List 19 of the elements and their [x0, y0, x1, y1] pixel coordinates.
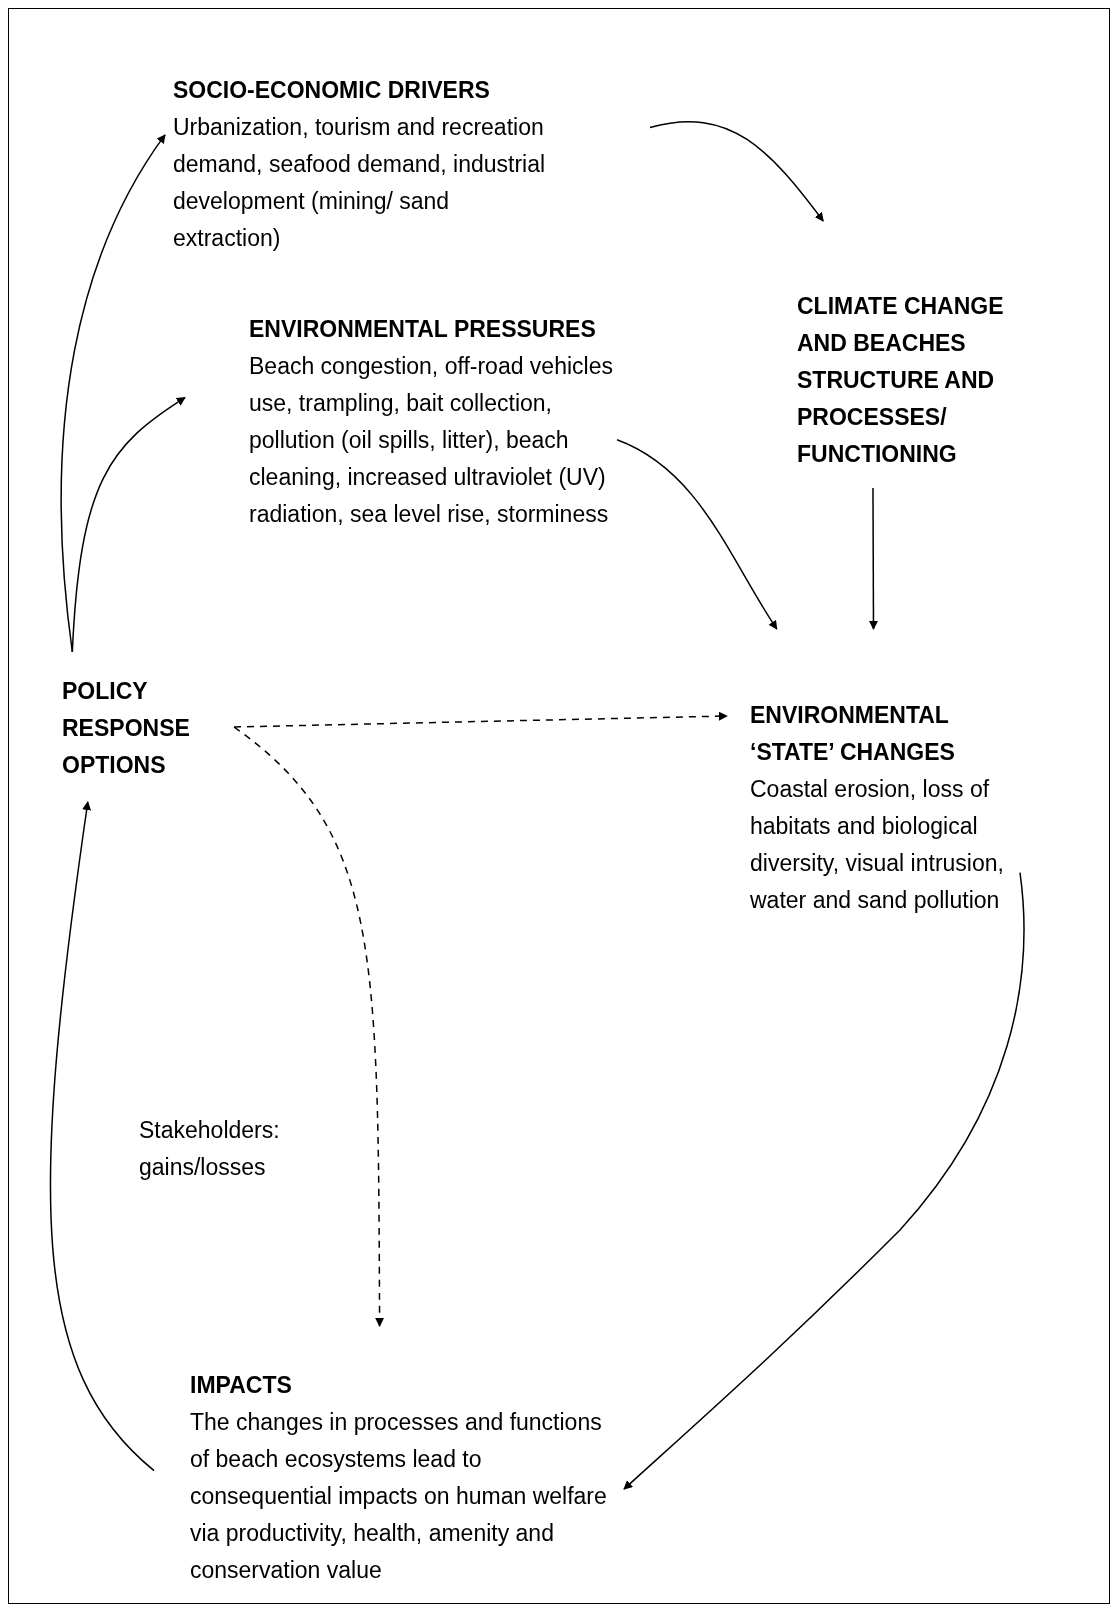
curved-arrow	[623, 871, 1025, 1490]
node-description: Coastal erosion, loss of habitats and biological diversity, visual intrusion, water and sand pollution	[750, 775, 1005, 915]
dashed-arrow	[233, 726, 385, 1327]
curved-arrow	[49, 801, 155, 1472]
node-heading: IMPACTS	[190, 1371, 293, 1400]
node-description: The changes in processes and functions of beach ecosystems lead to consequential impacts on human welfare via productivity, health, amenity and conservation value	[190, 1408, 608, 1585]
node-heading: SOCIO-ECONOMIC DRIVERS	[173, 76, 491, 105]
dashed-arrow	[233, 711, 728, 728]
node-heading: ENVIRONMENTAL ‘STATE’ CHANGES	[750, 701, 956, 767]
node-description: Beach congestion, off-road vehicles use, trampling, bait collection, pollution (oil spills, litter), beach cleaning, increased ultraviolet (UV) radiation, sea level rise, storminess	[249, 352, 614, 529]
curved-arrow	[868, 487, 878, 630]
node-heading: POLICY RESPONSE OPTIONS	[62, 677, 191, 780]
curved-arrow	[616, 439, 778, 630]
curved-arrow	[60, 134, 166, 653]
node-description: Urbanization, tourism and recreation demand, seafood demand, industrial development (mining/ sand extraction)	[173, 113, 547, 253]
node-heading: ENVIRONMENTAL PRESSURES	[249, 315, 597, 344]
curved-arrow	[71, 396, 186, 653]
curved-arrow	[649, 120, 824, 222]
node-heading: CLIMATE CHANGE AND BEACHES STRUCTURE AND PROCESSES/ FUNCTIONING	[797, 292, 1005, 469]
